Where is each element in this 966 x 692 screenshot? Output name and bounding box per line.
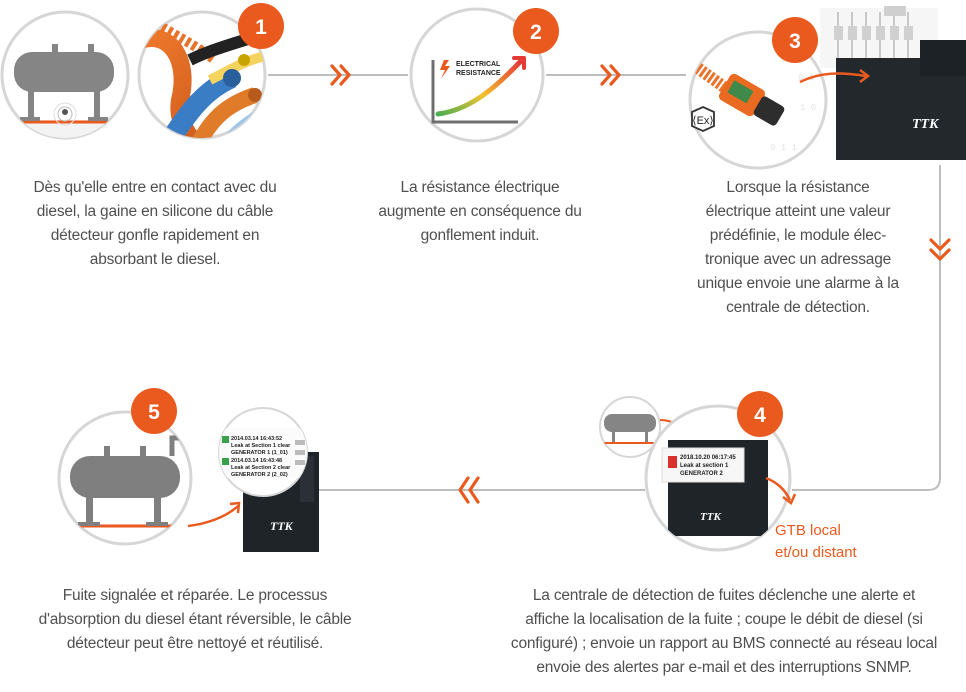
flow-chevrons: [330, 64, 951, 504]
chart-label: ELECTRICAL RESISTANCE: [456, 61, 502, 77]
screen5-line5: Leak at Section 2 clear: [231, 465, 291, 471]
step-4-badge: 4: [754, 404, 766, 427]
step-3-caption: Lorsque la résistance électrique atteint…: [697, 179, 899, 316]
svg-text:Leak at Section 2 clear: Leak at Section 2 clear: [231, 465, 291, 471]
screen5-line6: GENERATOR 2 (2_02): [231, 472, 288, 478]
gtb-label: GTB local et/ou distant: [775, 522, 857, 561]
svg-text:2014.03.14 16:43:52: 2014.03.14 16:43:52: [231, 436, 282, 442]
chevron-right-icon: [330, 64, 351, 86]
screen5-line2: Leak at Section 1 clear: [231, 443, 291, 449]
step-4-panel-circle: 2018.10.20 06:17:45 Leak at section 1 GE…: [644, 391, 797, 552]
screen4-line2: Leak at section 1: [680, 463, 729, 469]
step-2-badge: 2: [530, 21, 542, 44]
svg-text:GENERATOR 2 (2_02): GENERATOR 2 (2_02): [231, 472, 288, 478]
svg-text:1 0: 1 0: [800, 103, 816, 113]
step-1-tank-circle: [0, 10, 130, 140]
step-2-caption: La résistance électrique augmente en con…: [378, 179, 582, 244]
screen5-line4: 2014.03.14 16:43:48: [231, 458, 282, 464]
ex-mark: ⟨Ex⟩: [692, 115, 713, 127]
screen4-line1: 2018.10.20 06:17:45: [680, 455, 736, 461]
brand-logo: TTK: [700, 511, 721, 523]
svg-text:2014.03.14 16:43:48: 2014.03.14 16:43:48: [231, 458, 282, 464]
svg-text:Leak at section 1: Leak at section 1: [680, 463, 729, 469]
step-3-panel-image: TTK: [820, 6, 966, 160]
step-1-cable-circle: 1: [137, 3, 284, 140]
brand-logo: TTK: [912, 117, 940, 132]
svg-text:Leak at Section 1 clear: Leak at Section 1 clear: [231, 443, 291, 449]
step-5-panel: TTK 2014.03.14 16:43:52 Leak at Section …: [131, 388, 319, 552]
step-2-circle: ELECTRICAL RESISTANCE 2: [409, 7, 559, 143]
svg-text:0 1 1: 0 1 1: [770, 143, 797, 153]
step-3-sensor-circle: 1 00 10 1 11 0 ⟨Ex⟩ 3: [688, 17, 871, 170]
step-5-tank-circle: [57, 410, 241, 546]
brand-logo: TTK: [270, 519, 294, 533]
chevron-left-icon: [458, 476, 480, 504]
svg-text:2018.10.20 06:17:45: 2018.10.20 06:17:45: [680, 455, 736, 461]
chevron-right-icon: [600, 64, 621, 86]
step-3-badge: 3: [789, 30, 801, 53]
step-5-caption: Fuite signalée et réparée. Le processus …: [38, 587, 352, 652]
chart-label-line: ELECTRICAL: [456, 61, 501, 68]
step-4-caption: La centrale de détection de fuites décle…: [510, 587, 938, 676]
chart-label-line: RESISTANCE: [456, 70, 501, 77]
step-5-badge: 5: [148, 401, 160, 424]
step-4-small-tank: [599, 396, 695, 458]
screen5-line3: GENERATOR 1 (1_01): [231, 450, 288, 456]
screen5-line1: 2014.03.14 16:43:52: [231, 436, 282, 442]
svg-text:GENERATOR 1 (1_01): GENERATOR 1 (1_01): [231, 450, 288, 456]
svg-text:GENERATOR 2: GENERATOR 2: [680, 471, 723, 477]
screen4-line3: GENERATOR 2: [680, 471, 723, 477]
step-1-caption: Dès qu'elle entre en contact avec du die…: [33, 179, 277, 268]
chevron-down-icon: [929, 238, 951, 261]
step-1-badge: 1: [255, 16, 267, 39]
